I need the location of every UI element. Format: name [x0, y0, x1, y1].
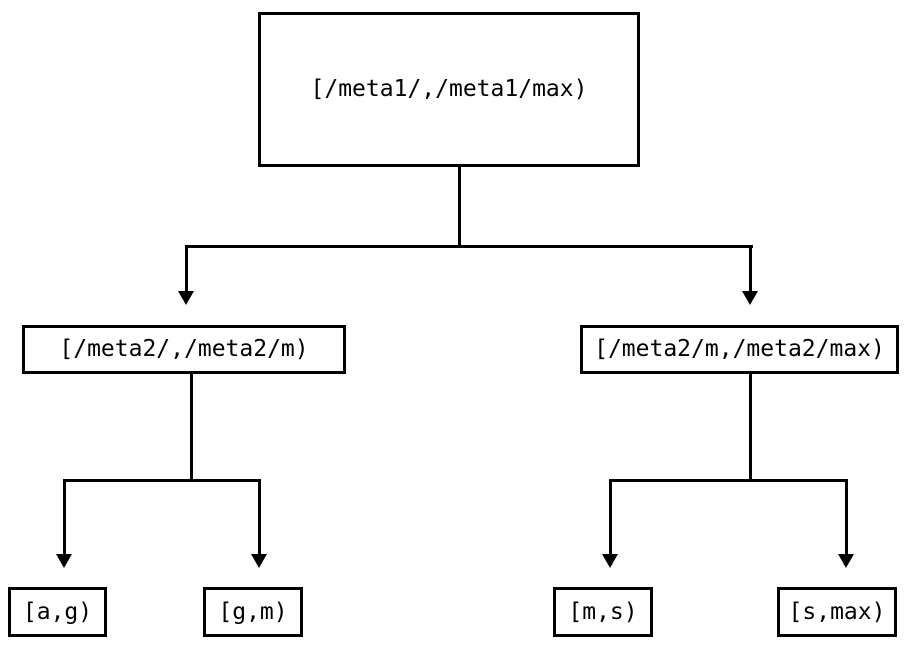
edge-mid-right-to-leaf-m-s — [609, 479, 612, 556]
edge-mid-left-to-leaf-a-g — [63, 479, 66, 556]
tree-node-leaf-a-g[interactable]: [a,g) — [8, 587, 107, 637]
edge-mid-left-to-leaf-g-m — [258, 479, 261, 556]
tree-node-mid-left-label: [/meta2/,/meta2/m) — [59, 336, 309, 362]
tree-node-leaf-s-max-label: [s,max) — [788, 598, 886, 625]
edge-root-stem — [458, 167, 461, 248]
edge-mid-left-bus — [63, 479, 261, 482]
edge-mid-right-stem — [749, 374, 752, 482]
arrowhead-leaf-a-g-icon — [56, 554, 72, 568]
edge-mid-right-to-leaf-s-max — [845, 479, 848, 556]
tree-node-leaf-m-s-label: [m,s) — [568, 598, 638, 625]
tree-node-root[interactable]: [/meta1/,/meta1/max) — [258, 12, 640, 167]
tree-node-leaf-g-m[interactable]: [g,m) — [203, 587, 303, 637]
tree-node-leaf-a-g-label: [a,g) — [22, 598, 93, 625]
arrowhead-leaf-g-m-icon — [251, 554, 267, 568]
tree-node-mid-left[interactable]: [/meta2/,/meta2/m) — [22, 325, 346, 374]
edge-root-to-mid-left — [185, 245, 188, 293]
edge-mid-right-bus — [609, 479, 848, 482]
tree-node-leaf-m-s[interactable]: [m,s) — [553, 587, 653, 637]
edge-root-to-mid-right — [749, 245, 752, 293]
arrowhead-root-to-mid-right-icon — [742, 291, 758, 305]
tree-node-mid-right[interactable]: [/meta2/m,/meta2/max) — [580, 325, 899, 374]
tree-node-leaf-g-m-label: [g,m) — [218, 598, 288, 625]
edge-root-bus — [185, 245, 753, 248]
edge-mid-left-stem — [190, 374, 193, 482]
tree-node-root-label: [/meta1/,/meta1/max) — [310, 76, 588, 102]
arrowhead-leaf-m-s-icon — [602, 554, 618, 568]
arrowhead-root-to-mid-left-icon — [178, 291, 194, 305]
tree-node-mid-right-label: [/meta2/m,/meta2/max) — [594, 336, 885, 362]
arrowhead-leaf-s-max-icon — [838, 554, 854, 568]
tree-node-leaf-s-max[interactable]: [s,max) — [777, 587, 897, 637]
